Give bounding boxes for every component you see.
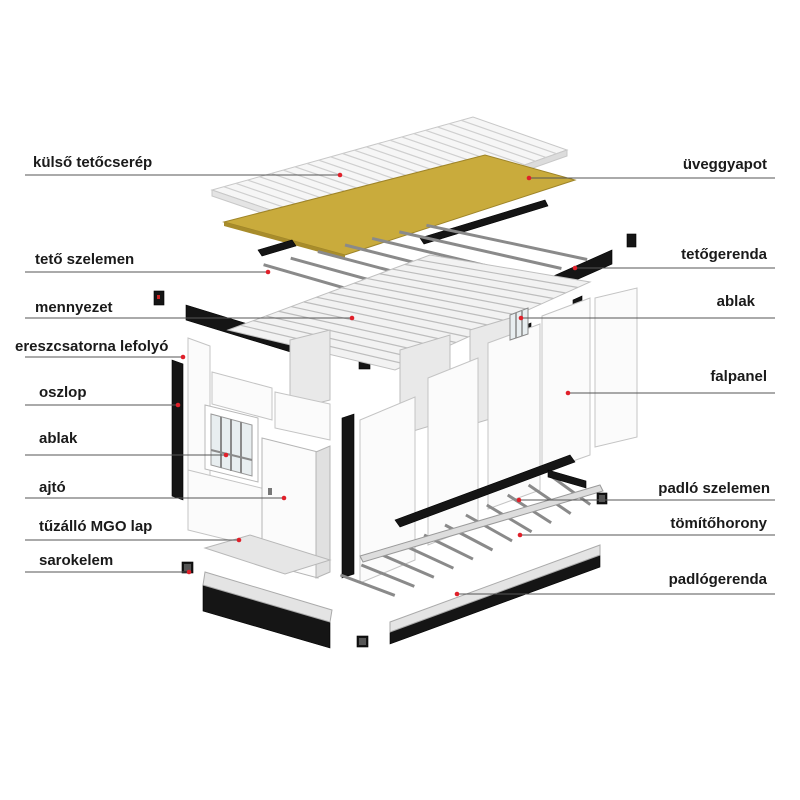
glass-wool-layer: [222, 154, 577, 259]
ceilrib-stroke: [379, 273, 542, 305]
floor-frame: [181, 454, 608, 649]
rib-stroke: [425, 129, 526, 166]
label-corner-piece: sarokelem: [39, 552, 113, 569]
ceilrib-stroke: [265, 315, 432, 355]
ceilrib-stroke: [354, 282, 517, 316]
label-window-left: ablak: [39, 430, 78, 447]
ceilrib-stroke: [366, 277, 530, 311]
joist-stroke: [465, 513, 513, 543]
leader-lines: [25, 174, 775, 595]
label-floor-purlin: padló szelemen: [658, 480, 770, 497]
ceilrib-stroke: [303, 301, 469, 338]
label-mgo-board: tűzálló MGO lap: [39, 518, 152, 535]
ceilrib-stroke: [341, 287, 505, 322]
label-wall-panel: falpanel: [710, 368, 767, 385]
label-roof-beam: tetőgerenda: [681, 246, 768, 263]
label-glass-wool: üveggyapot: [683, 156, 767, 173]
label-window-right: ablak: [717, 293, 756, 310]
label-sealing-groove: tömítőhorony: [670, 515, 767, 532]
ceilrib-stroke: [392, 268, 554, 300]
label-floor-beam: padlógerenda: [669, 571, 768, 588]
ceilrib-stroke: [328, 291, 493, 327]
markers: [175, 172, 578, 597]
label-gutter-drain: ereszcsatorna lefolyó: [15, 338, 168, 355]
joist-stroke: [381, 553, 435, 579]
label-roof-purlin: tető szelemen: [35, 251, 134, 268]
window-left: [204, 404, 259, 483]
wall-structure: [171, 287, 638, 584]
joist-stroke: [426, 223, 588, 261]
floor-beam-right: [389, 554, 601, 645]
labels: külső tetőcserép üveggyapot tető szeleme…: [15, 154, 770, 588]
label-column: oszlop: [39, 384, 87, 401]
joist-stroke: [398, 230, 562, 270]
joist-stroke: [339, 573, 396, 597]
rib-stroke: [460, 119, 557, 155]
label-door: ajtó: [39, 479, 66, 496]
window-right: [509, 307, 529, 341]
ceilrib-stroke: [290, 305, 457, 344]
ceilrib-stroke: [417, 259, 578, 289]
joist-stroke: [402, 543, 455, 570]
ceilrib-stroke: [278, 310, 444, 349]
rib-stroke: [449, 123, 547, 159]
ceilrib-stroke: [316, 296, 481, 333]
label-ceiling: mennyezet: [35, 299, 113, 316]
joist-stroke: [527, 483, 572, 515]
column-left: [171, 359, 184, 501]
joist-stroke: [360, 563, 415, 588]
ceilrib-stroke: [253, 320, 420, 360]
label-outer-roof-tile: külső tetőcserép: [33, 154, 152, 171]
rib-stroke: [437, 126, 536, 162]
ceilrib-stroke: [404, 263, 566, 294]
